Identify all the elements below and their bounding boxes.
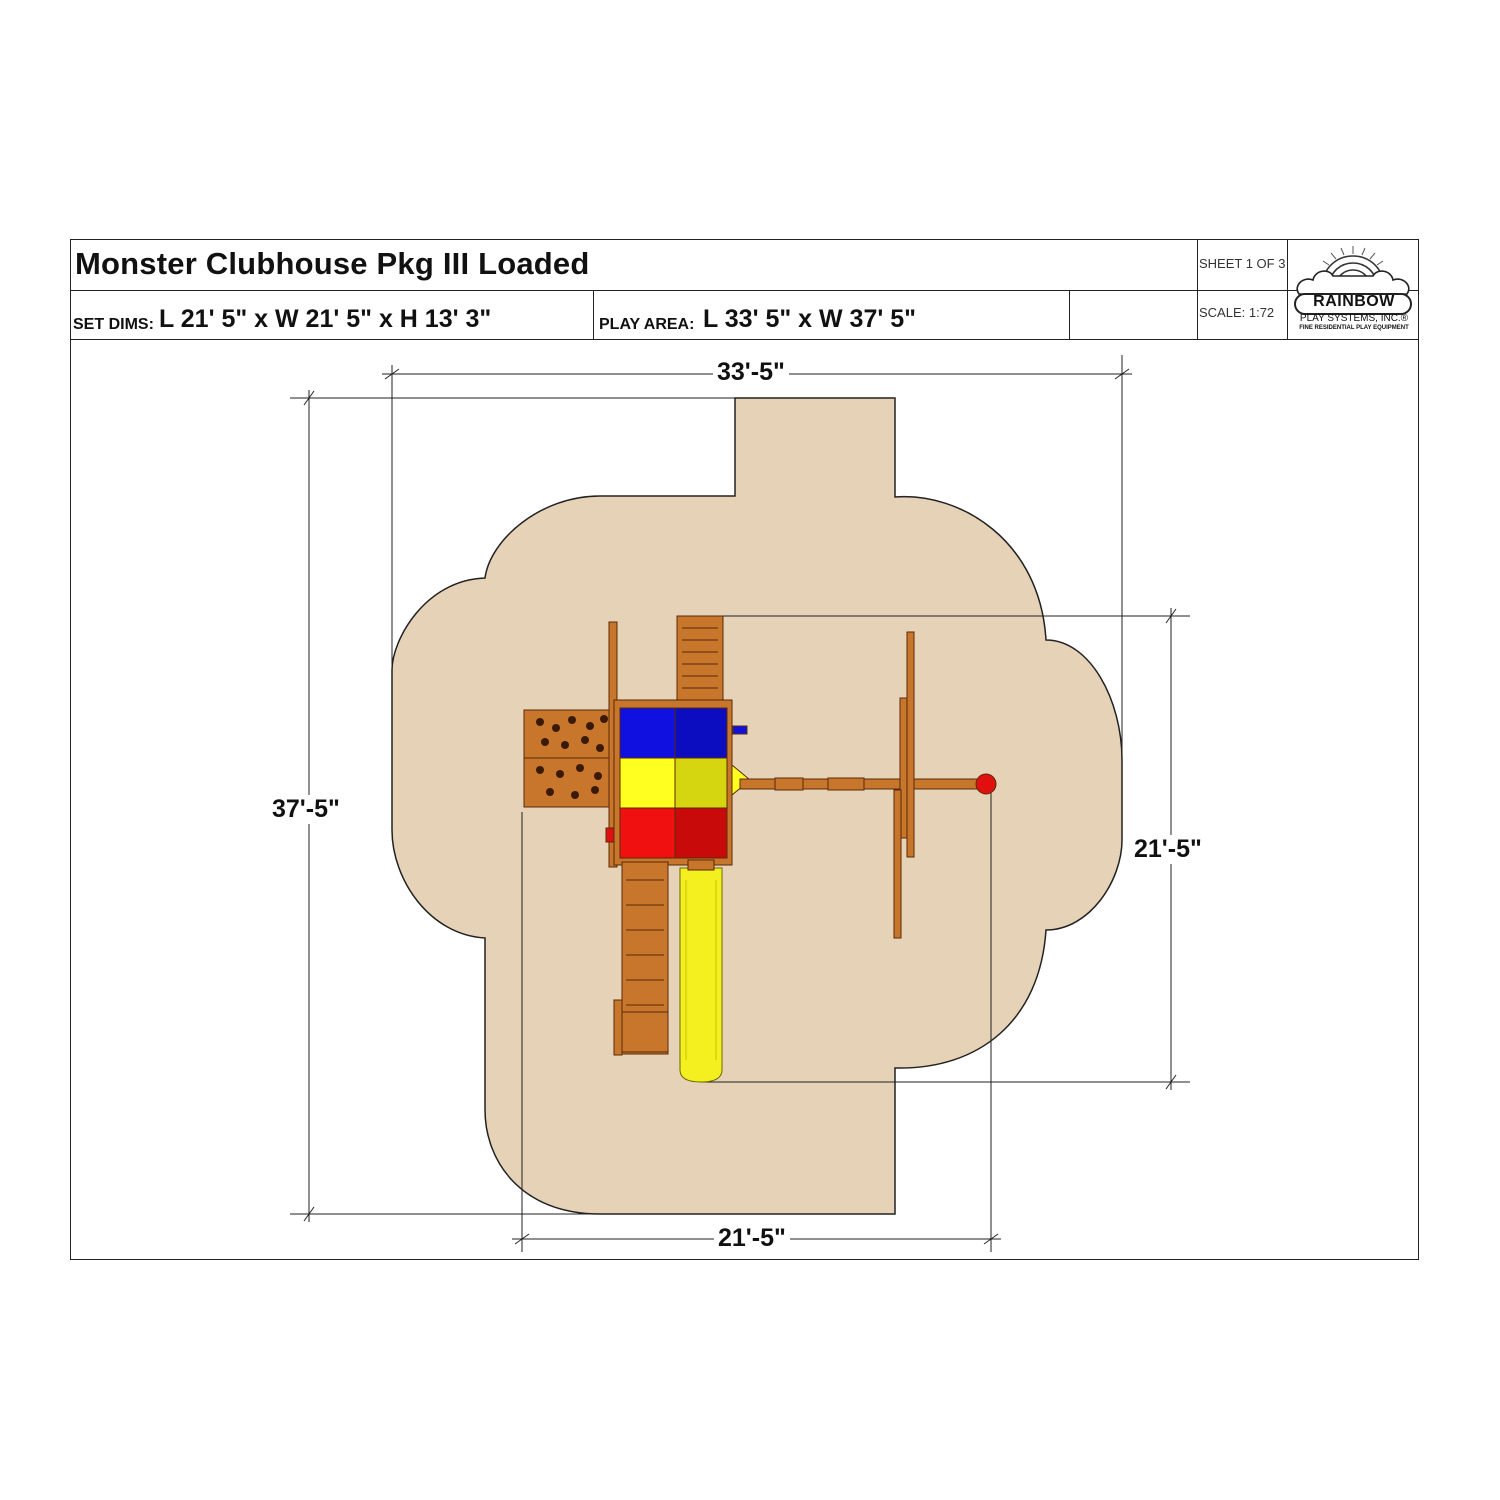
logo-wordmark: RAINBOW xyxy=(1313,293,1395,310)
logo-word-box xyxy=(1294,293,1412,315)
sheet-number: SHEET 1 OF 3 xyxy=(1199,256,1286,271)
climbing-holds xyxy=(536,715,608,799)
set-dims-label: SET DIMS: xyxy=(73,316,154,333)
dims-row xyxy=(71,290,1418,340)
label-play-length: 37'-5" xyxy=(268,795,344,824)
label-set-length: 21'-5" xyxy=(1130,835,1206,864)
play-area-shape xyxy=(391,397,1123,1215)
label-set-width: 21'-5" xyxy=(714,1224,790,1253)
roof-blue xyxy=(619,707,676,759)
swing-leg xyxy=(906,631,915,858)
playset xyxy=(523,615,997,1083)
divider xyxy=(1197,240,1198,290)
sun-rays-icon xyxy=(1322,246,1384,266)
tube-slide xyxy=(679,867,723,1083)
dimension-set-width xyxy=(512,790,1001,1252)
drawing-sheet: Monster Clubhouse Pkg III Loaded SHEET 1… xyxy=(70,239,1419,1260)
drawing-title: Monster Clubhouse Pkg III Loaded xyxy=(75,246,590,281)
scale-label: SCALE: 1:72 xyxy=(1199,305,1275,320)
play-area-value: L 33' 5" x W 37' 5" xyxy=(703,305,917,333)
title-row: Monster Clubhouse Pkg III Loaded xyxy=(71,240,1418,291)
set-dims-value: L 21' 5" x W 21' 5" x H 13' 3" xyxy=(159,305,492,333)
divider xyxy=(1287,290,1288,339)
divider xyxy=(1069,290,1070,339)
play-area-label: PLAY AREA: xyxy=(599,316,695,333)
divider xyxy=(1287,240,1288,290)
cloud-icon xyxy=(1296,270,1410,295)
tire-swing xyxy=(975,773,997,795)
logo-company: PLAY SYSTEMS, INC.® xyxy=(1299,313,1409,324)
top-ramp xyxy=(676,615,724,705)
label-play-width: 33'-5" xyxy=(713,358,789,387)
rainbow-logo xyxy=(1294,246,1412,315)
roof-red xyxy=(619,807,676,859)
divider xyxy=(1197,290,1198,339)
logo-tagline: FINE RESIDENTIAL PLAY EQUIPMENT xyxy=(1299,325,1409,331)
divider xyxy=(593,290,594,339)
roof-yellow xyxy=(619,757,676,809)
